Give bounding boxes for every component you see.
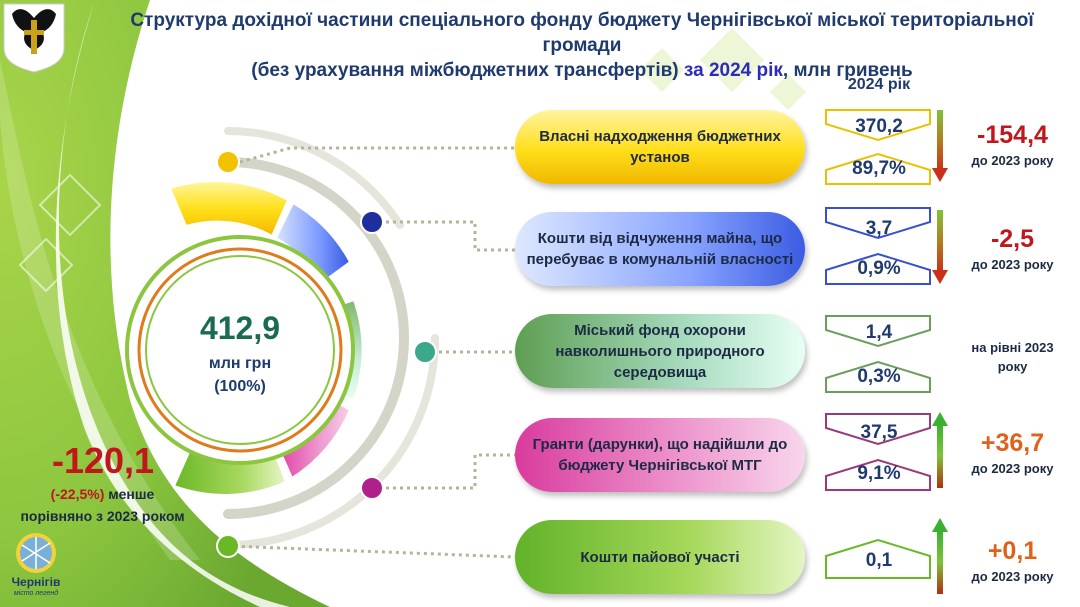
value-label: 370,2 (855, 116, 903, 137)
change-block: +36,7 до 2023 року (955, 428, 1070, 477)
total-unit: млн грн (208, 355, 272, 372)
share-label: 0,3% (857, 366, 901, 387)
change-block: +0,1 до 2023 року (955, 536, 1070, 585)
change-label: до 2023 року (971, 569, 1054, 584)
category-pill: Міський фонд охорони навколишнього приро… (515, 314, 805, 388)
value-label: 1,4 (865, 322, 893, 343)
change-value: -154,4 (977, 121, 1048, 149)
category-pill: Кошти від відчуження майна, що перебуває… (515, 212, 805, 286)
change-label: до 2023 року (971, 257, 1054, 272)
total-value: 412,9 (199, 310, 281, 346)
title-unit: , млн гривень (782, 60, 913, 81)
category-pill: Кошти пайової участі (515, 520, 805, 594)
year-header: 2024 рік (847, 76, 911, 93)
value-label: 3,7 (865, 218, 893, 239)
change-value: +0,1 (987, 537, 1038, 565)
change-value: +36,7 (980, 429, 1045, 457)
share-label: 0,9% (857, 258, 901, 279)
total-change-line-1: (-22,5%) менше (10, 486, 195, 502)
total-change-text: менше (104, 486, 155, 502)
page-title: Структура дохідної частини спеціального … (92, 8, 1072, 83)
share-label: 9,1% (857, 463, 901, 484)
change-label: до 2023 року (971, 153, 1054, 168)
city-tagline: місто легенд (13, 590, 59, 597)
coat-of-arms-icon (3, 3, 65, 73)
change-block: -2,5 до 2023 року (955, 224, 1070, 273)
change-label: на рівні 2023 року (971, 340, 1054, 374)
share-label: 89,7% (852, 158, 906, 179)
total-change-pct: (-22,5%) (50, 486, 105, 502)
title-year: за 2024 рік (683, 60, 783, 81)
city-name: Чернігів (11, 575, 61, 589)
city-logo-icon (16, 533, 56, 573)
category-pill: Власні надходження бюджетних установ (515, 110, 805, 184)
title-line-2: (без урахування міжбюджетних трансфертів… (92, 58, 1072, 83)
value-label: 37,5 (860, 422, 898, 443)
total-change-value: -120,1 (51, 440, 155, 481)
change-block: на рівні 2023 року (955, 336, 1070, 376)
total-pct: (100%) (214, 378, 266, 395)
title-line-1: Структура дохідної частини спеціального … (130, 10, 1034, 56)
title-line-2a: (без урахування міжбюджетних трансфертів… (251, 60, 679, 81)
category-pill: Гранти (дарунки), що надійшли до бюджету… (515, 418, 805, 492)
change-block: -154,4 до 2023 року (955, 120, 1070, 169)
change-value: -2,5 (990, 225, 1035, 253)
value-label: 0,1 (865, 550, 893, 571)
total-change-line-2: порівняно з 2023 роком (20, 508, 185, 524)
change-label: до 2023 року (971, 461, 1054, 476)
